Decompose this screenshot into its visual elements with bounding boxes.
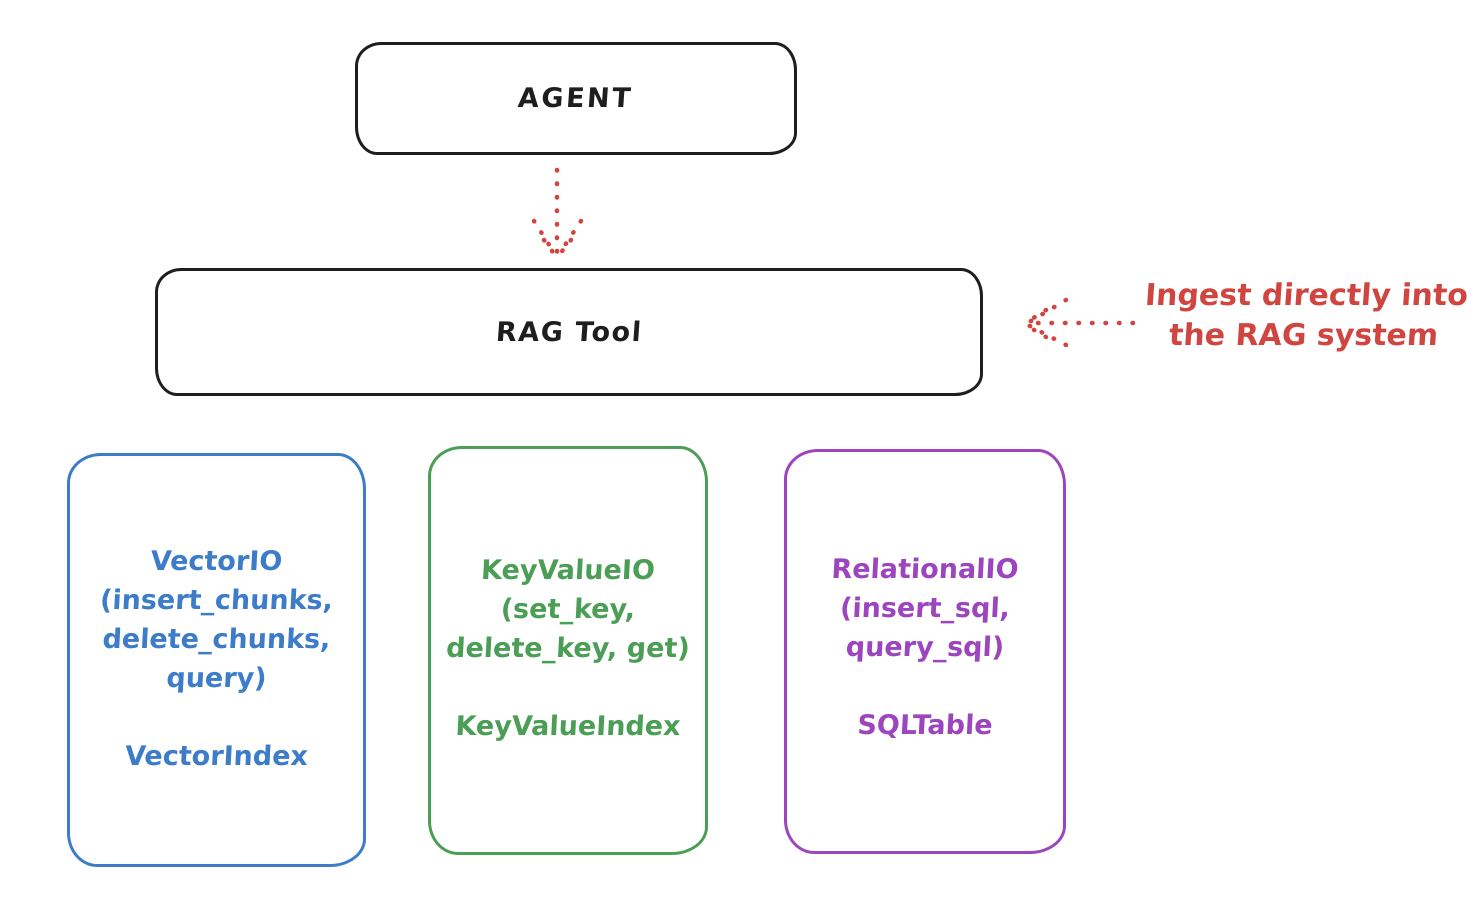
agent-label: AGENT xyxy=(517,83,635,114)
ingest-annotation-text: Ingest directly into the RAG system xyxy=(1132,276,1478,356)
relational-io-line: query_sql) xyxy=(845,632,1005,663)
ingest-annotation-line2: the RAG system xyxy=(1167,318,1440,353)
vector-index-label: VectorIndex xyxy=(124,741,309,772)
ingest-annotation-dotted-arrow xyxy=(1021,297,1136,348)
agent-box: AGENT xyxy=(355,42,797,155)
vector-io-box: VectorIO (insert_chunks, delete_chunks, … xyxy=(67,453,366,867)
rag-tool-label: RAG Tool xyxy=(494,316,644,348)
ingest-annotation-line1: Ingest directly into xyxy=(1143,278,1470,313)
relational-io-line: (insert_sql, xyxy=(839,593,1011,624)
vector-io-line: query) xyxy=(165,663,268,694)
keyvalue-io-line: KeyValueIO xyxy=(480,555,656,586)
rag-tool-box: RAG Tool xyxy=(155,268,983,396)
keyvalue-io-box: KeyValueIO (set_key, delete_key, get) Ke… xyxy=(428,446,708,855)
vector-io-line: VectorIO xyxy=(149,546,284,577)
vector-io-line: (insert_chunks, xyxy=(99,585,334,616)
agent-to-rag-dotted-arrow xyxy=(531,167,584,258)
keyvalue-io-line: (set_key, xyxy=(499,594,637,625)
relational-io-line: RelationalIO xyxy=(830,554,1020,585)
relational-io-box: RelationalIO (insert_sql, query_sql) SQL… xyxy=(784,449,1066,854)
sql-table-label: SQLTable xyxy=(856,710,994,741)
keyvalue-io-line: delete_key, get) xyxy=(445,633,691,664)
keyvalue-index-label: KeyValueIndex xyxy=(454,711,682,742)
vector-io-line: delete_chunks, xyxy=(101,624,332,655)
